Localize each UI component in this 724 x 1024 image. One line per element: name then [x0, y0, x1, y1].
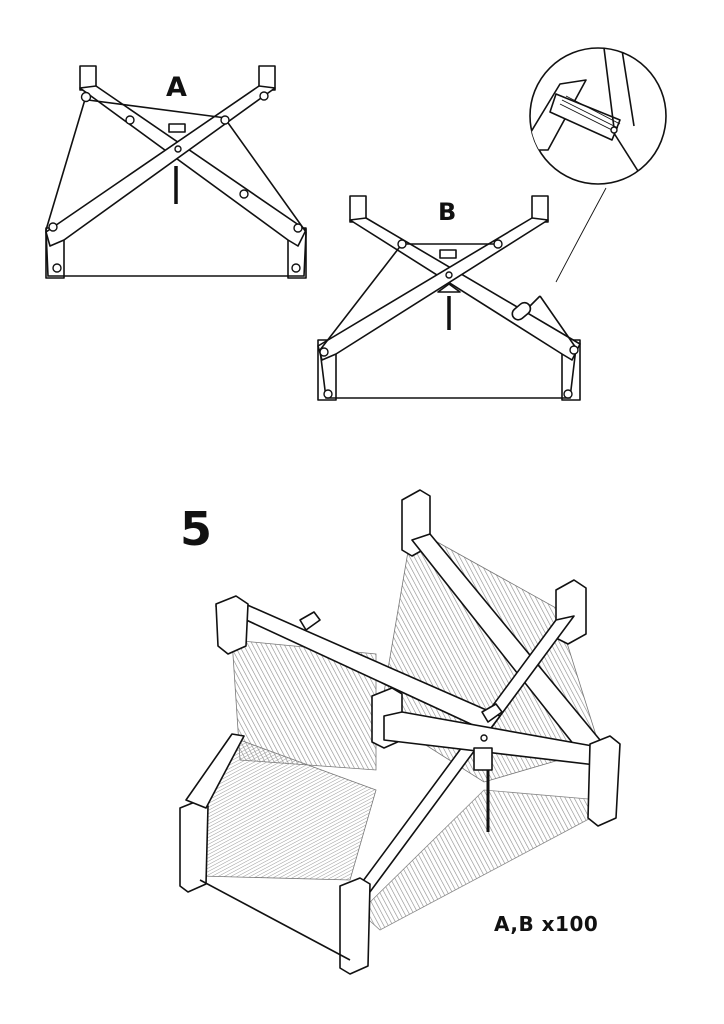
figure-b-label: B [438, 198, 457, 226]
frame-a-thread-top [87, 99, 227, 119]
detail-callout-line [555, 187, 607, 283]
quantity-note: A,B x100 [494, 912, 599, 936]
post-left-bottom [179, 799, 209, 893]
frame-b-thread-outer [319, 243, 577, 399]
wing-nut-left [299, 611, 321, 631]
frame-a-arm-2 [45, 85, 276, 247]
frame-b-arm-1 [349, 217, 581, 361]
thread-detail-zoom [529, 47, 667, 185]
frame-b-diagram [317, 187, 607, 401]
center-hub [473, 747, 493, 771]
post-front-bottom [339, 877, 371, 975]
figure-a-label: A [166, 72, 187, 103]
frame-b-arm-2 [317, 217, 549, 361]
step-number: 5 [180, 502, 213, 556]
post-right-bottom [587, 735, 621, 827]
frame-a-arm-1 [79, 85, 307, 247]
post-left-top [215, 595, 249, 655]
beam-left-front [185, 733, 245, 809]
assembled-frame-isometric [179, 489, 621, 975]
warp-threads-bottom [359, 789, 603, 931]
wing-nut-right [481, 703, 503, 723]
frame-a-diagram [45, 65, 307, 279]
frame-a-thread-outer [45, 95, 307, 277]
